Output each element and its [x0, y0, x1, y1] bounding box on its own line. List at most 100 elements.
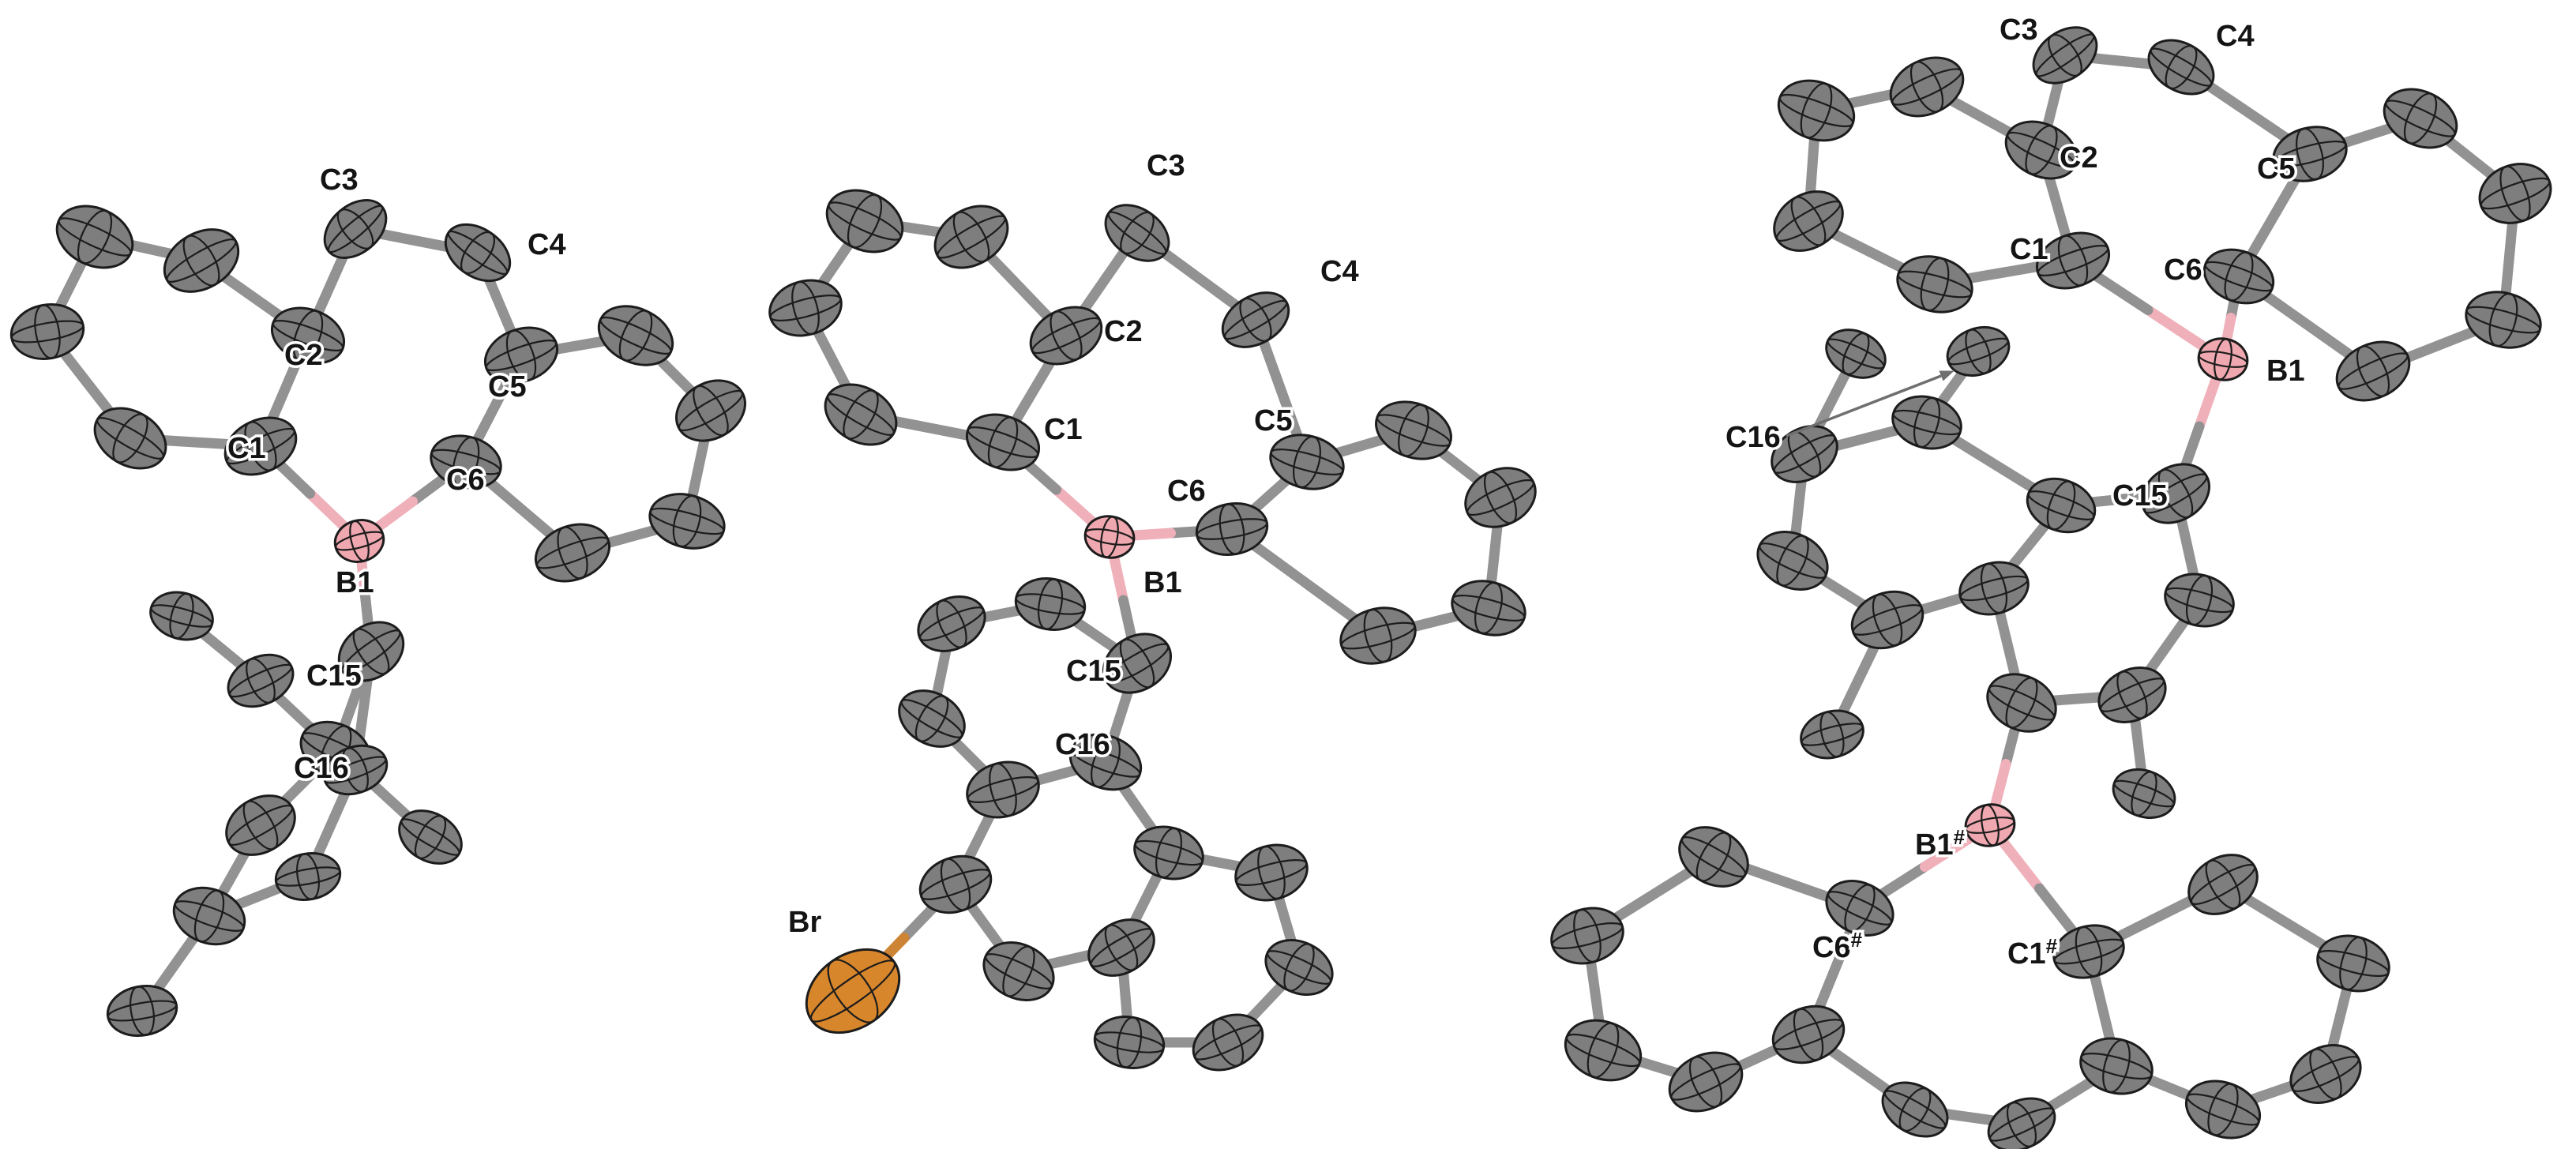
atom-ellipsoid-C-A6 [1014, 577, 1087, 631]
atom-ellipsoid-C-C15s [1986, 673, 2057, 733]
atom-ellipsoid-C-C5 [483, 326, 559, 385]
atom-ellipsoid-C-C5 [2272, 126, 2348, 182]
atom-label-C5: C5 [1254, 404, 1293, 437]
atom-ellipsoid-C-lb4 [1678, 826, 1749, 888]
atom-ellipsoid-C-a1 [163, 228, 240, 293]
atom-ellipsoid-C-C2s [2079, 1037, 2154, 1095]
atom-ellipsoid-C-B6 [1133, 825, 1204, 881]
atom-ellipsoid-C-c20 [322, 744, 389, 796]
atom-label-C1: C1 [227, 432, 266, 465]
atom-ellipsoid-C-C1s [2052, 924, 2125, 979]
atom-ellipsoid-C-me2 [398, 809, 463, 865]
atom-ellipsoid-C-a3 [9, 303, 85, 360]
atom-label-B1#: B1# [1915, 825, 1966, 862]
atom-ellipsoid-C-p2 [1756, 531, 1829, 591]
atom-label-C1: C1 [1044, 413, 1083, 446]
atom-ellipsoid-C-A3 [966, 760, 1040, 819]
atom-ellipsoid-C-X3 [1192, 1013, 1264, 1072]
atom-ellipsoid-C-b1 [597, 305, 674, 366]
atom-label-B1: B1 [336, 566, 374, 599]
atom-ellipsoid-C-A4 [898, 689, 966, 748]
atom-ellipsoid-C-d2 [825, 189, 904, 253]
atom-label-C15: C15 [2112, 479, 2168, 513]
atom-label-C3: C3 [2000, 13, 2038, 47]
atom-ellipsoid-C-c17 [225, 794, 296, 856]
atom-ellipsoid-C-C2 [270, 306, 346, 365]
atom-ellipsoid-C-M19 [2112, 768, 2176, 819]
atom-ellipsoid-C-C6 [1195, 502, 1269, 556]
atom-ellipsoid-C-C5 [1269, 434, 1345, 490]
atom-ellipsoid-C-C15 [2140, 463, 2211, 524]
atom-ellipsoid-C-e4 [1339, 606, 1417, 665]
atom-ellipsoid-C-a2 [55, 205, 134, 269]
atom-ellipsoid-C-C5s [1771, 1004, 1846, 1065]
atom-label-C5: C5 [2257, 152, 2296, 186]
atom-ellipsoid-C-X2 [1264, 939, 1334, 996]
atom-ellipsoid-C-rb3 [2316, 934, 2390, 993]
atom-ellipsoid-C-A5 [917, 595, 986, 652]
atom-label-C1#: C1# [2007, 934, 2058, 971]
atom-ellipsoid-C-d1 [933, 205, 1009, 269]
atom-ellipsoid-C-b3 [648, 493, 726, 550]
atom-ellipsoid-C-p1 [1850, 590, 1924, 650]
atom-ellipsoid-C-C1 [965, 413, 1041, 471]
atom-ellipsoid-C-g3 [2465, 291, 2542, 349]
atom-ellipsoid-C-X4 [1093, 1016, 1166, 1069]
atom-ellipsoid-C-C6s [1825, 880, 1894, 937]
atom-ellipsoid-C-C4s [1881, 1081, 1949, 1138]
atom-ellipsoid-C-b4 [534, 523, 611, 583]
atom-label-C16: C16 [1725, 421, 1781, 454]
atom-label-C15: C15 [1066, 655, 1121, 688]
atom-ellipsoid-C-nC [2097, 666, 2167, 723]
atom-label-C2: C2 [2060, 141, 2098, 175]
atom-ellipsoid-C-me1 [227, 653, 295, 708]
atom-ellipsoid-C-a4 [93, 407, 167, 470]
atom-ellipsoid-C-d3 [768, 279, 843, 337]
atom-ellipsoid-C-g1 [2383, 88, 2458, 149]
atom-ellipsoid-C-C3 [323, 199, 388, 259]
atom-label-C2: C2 [284, 339, 323, 372]
atom-label-C16: C16 [294, 752, 349, 785]
label-pointer-arrow [1786, 374, 1942, 437]
atom-label-C4: C4 [2216, 20, 2255, 53]
atom-ellipsoid-C-lb2 [1564, 1019, 1643, 1082]
atom-ellipsoid-C-e2 [1464, 467, 1537, 528]
atom-label-C6: C6 [2164, 253, 2202, 287]
atom-ellipsoid-C-e1 [1375, 400, 1452, 460]
atom-ellipsoid-Br-Br [805, 948, 901, 1034]
atom-ellipsoid-C-C1 [2035, 231, 2111, 290]
atom-ellipsoid-C-e3 [1451, 580, 1526, 636]
atom-ellipsoid-C-p3 [1771, 425, 1838, 483]
atom-ellipsoid-C-C4 [2147, 39, 2215, 96]
atom-ellipsoid-C-c19 [274, 852, 342, 901]
atom-label-C3: C3 [320, 163, 359, 197]
atom-ellipsoid-C-b2 [674, 379, 747, 442]
atom-ellipsoid-C-rb1 [2184, 1080, 2262, 1140]
atom-ellipsoid-C-M17 [1825, 329, 1887, 379]
atom-ellipsoid-C-f2 [1777, 79, 1856, 142]
atom-ellipsoid-C-rb4 [2187, 854, 2259, 915]
atom-ellipsoid-C-X1 [1234, 843, 1309, 902]
atom-ellipsoid-B-B1 [1083, 515, 1136, 559]
atom-ellipsoid-C-d4 [824, 383, 898, 446]
atom-label-C6: C6 [446, 464, 485, 497]
atom-ellipsoid-C-B4 [982, 941, 1055, 1001]
atom-ellipsoid-C-me3 [106, 985, 178, 1037]
atom-label-Br: Br [788, 906, 821, 939]
atom-ellipsoid-C-g2 [2478, 163, 2552, 224]
atom-label-C5: C5 [488, 370, 527, 404]
atom-ellipsoid-C-f4 [1896, 255, 1973, 314]
atom-ellipsoid-C-rb2 [2289, 1044, 2362, 1104]
atom-ellipsoid-C-C1 [223, 416, 298, 476]
atom-ellipsoid-C-g4 [2335, 340, 2411, 402]
atom-label-C2: C2 [1104, 315, 1143, 348]
label-pointer-arrowhead [1939, 370, 1955, 381]
atom-ellipsoid-C-C3 [1104, 204, 1170, 262]
atom-ellipsoid-B-B1s [1964, 803, 2016, 847]
atom-ellipsoid-C-c18 [172, 886, 246, 946]
atom-ellipsoid-C-C4 [1221, 291, 1290, 348]
